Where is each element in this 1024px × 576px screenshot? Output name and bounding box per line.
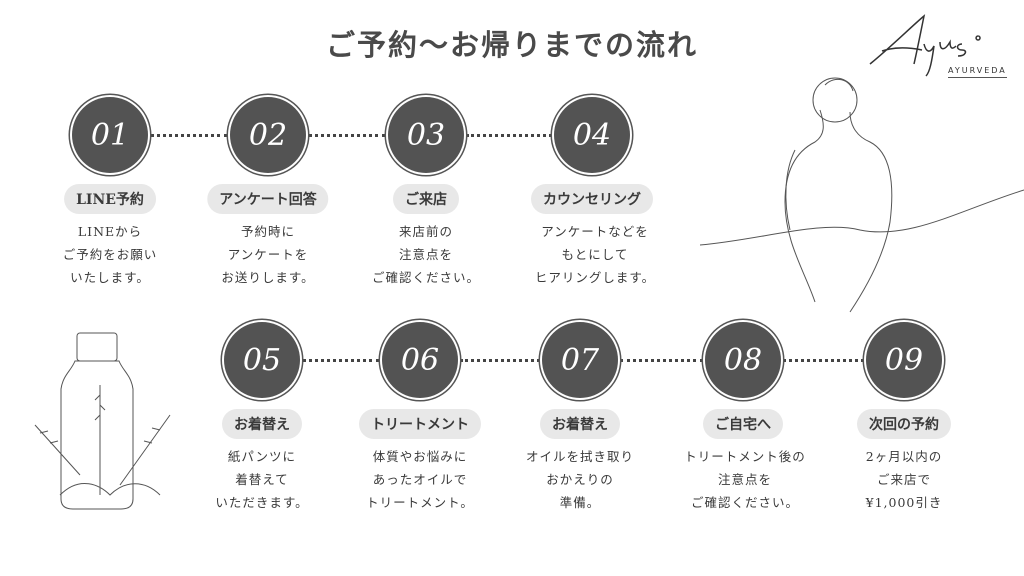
step-number-circle: 05 [224, 322, 300, 398]
woman-line-art [700, 77, 1024, 313]
step-number-circle: 02 [230, 97, 306, 173]
logo-subtitle: AYURVEDA [948, 66, 1007, 78]
connector [620, 359, 703, 362]
bottle-lavender-art [34, 332, 171, 510]
connector [783, 359, 864, 362]
step-description: オイルを拭き取りおかえりの準備。 [525, 449, 635, 510]
page-title: ご予約〜お帰りまでの流れ [325, 28, 698, 62]
step-description: アンケートなどをもとにしてヒアリングします。 [534, 224, 656, 285]
step-number-circle: 08 [705, 322, 781, 398]
step-label: カウンセリング [531, 184, 653, 214]
step-number-circle: 03 [388, 97, 464, 173]
step-description: 来店前の注意点をご確認ください。 [371, 224, 481, 285]
step-description: トリートメント後の注意点をご確認ください。 [684, 449, 806, 510]
step-description: 2ヶ月以内のご来店で¥1,000引き [865, 449, 943, 510]
step-number-circle: 06 [382, 322, 458, 398]
step-number-circle: 04 [554, 97, 630, 173]
connector [460, 359, 540, 362]
connector [466, 134, 552, 137]
step-label: ご自宅へ [703, 409, 783, 439]
step-number-circle: 09 [866, 322, 942, 398]
step-label: アンケート回答 [207, 184, 329, 214]
step-label: LINE予約 [64, 184, 156, 214]
ayus-logo [869, 14, 981, 77]
step-label: ご来店 [393, 184, 459, 214]
step-label: お着替え [540, 409, 620, 439]
step-label: お着替え [222, 409, 302, 439]
step-number-circle: 01 [72, 97, 148, 173]
step-label: トリートメント [359, 409, 481, 439]
step-description: 予約時にアンケートをお送りします。 [221, 224, 315, 285]
step-number-circle: 07 [542, 322, 618, 398]
connector [308, 134, 386, 137]
connector [150, 134, 228, 137]
step-description: 紙パンツに着替えていただきます。 [215, 449, 309, 510]
connector [302, 359, 380, 362]
step-label: 次回の予約 [857, 409, 951, 439]
step-description: 体質やお悩みにあったオイルでトリートメント。 [366, 449, 474, 510]
step-description: LINEからご予約をお願いいたします。 [62, 224, 158, 285]
